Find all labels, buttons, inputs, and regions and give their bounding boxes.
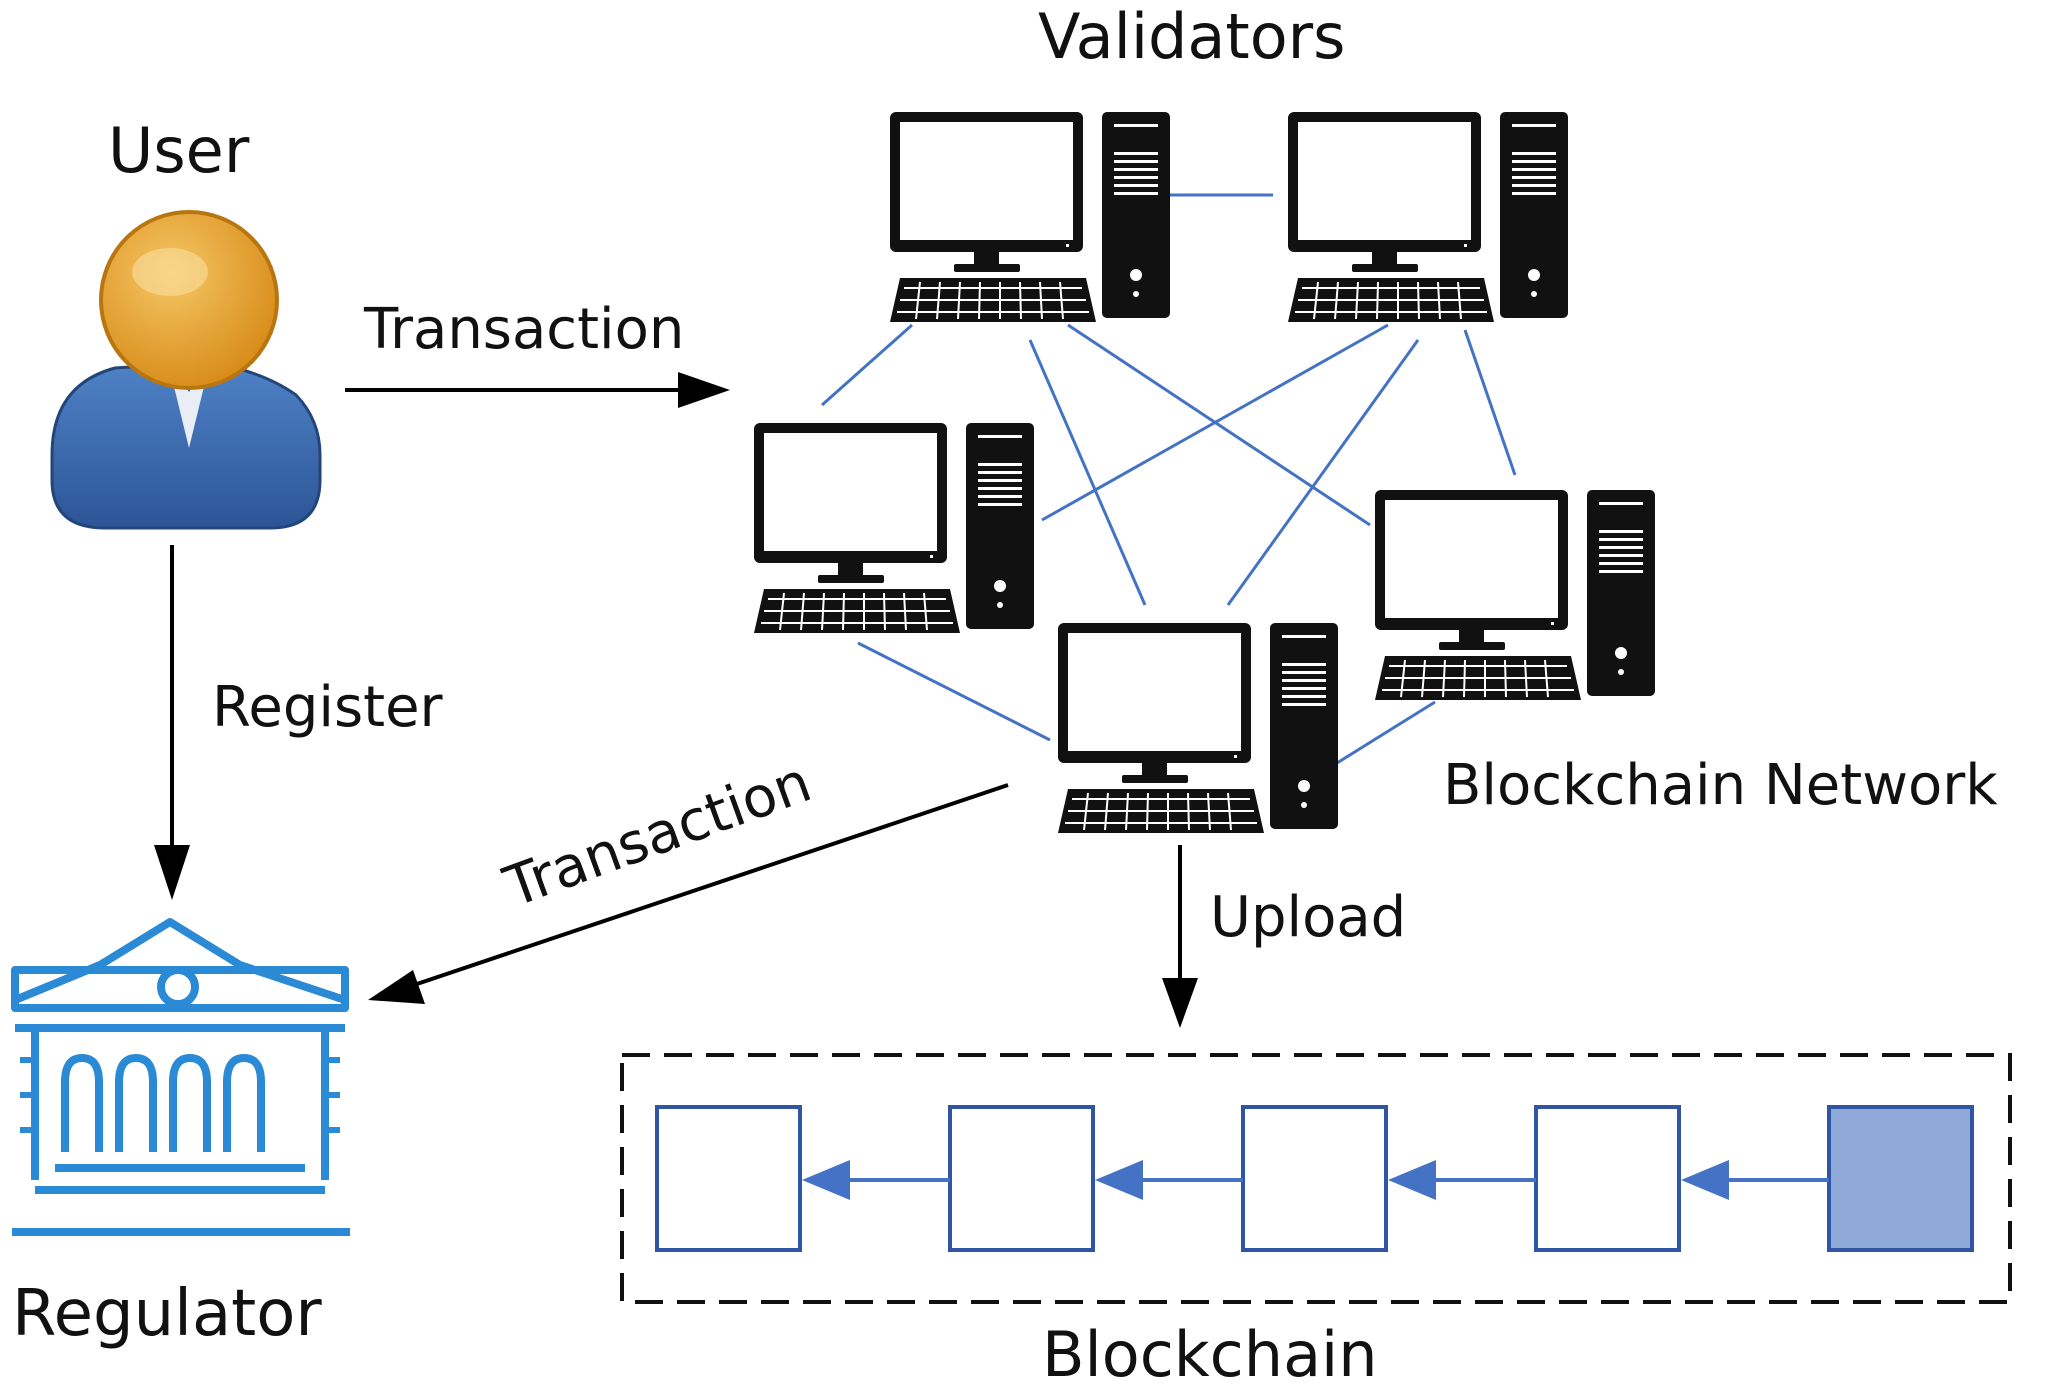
blockchain-blocks xyxy=(655,1105,1974,1252)
computer-icon xyxy=(890,112,1170,322)
block-icon xyxy=(1534,1105,1681,1252)
network-link xyxy=(1067,323,1371,527)
bank-building-icon xyxy=(11,918,350,1236)
blockchain-container xyxy=(620,1053,2012,1304)
block-icon xyxy=(948,1105,1095,1252)
arrows xyxy=(154,372,1198,1028)
network-links xyxy=(821,193,1517,765)
validators-label: Validators xyxy=(1038,0,1346,73)
register-label: Register xyxy=(212,675,443,740)
network-link xyxy=(821,323,913,407)
network-link xyxy=(1463,329,1517,476)
block-icon-latest xyxy=(1827,1105,1974,1252)
network-link xyxy=(1226,339,1420,606)
network-link xyxy=(1336,700,1436,765)
block-icon xyxy=(1241,1105,1388,1252)
computer-icon xyxy=(1375,490,1655,700)
arrow-register xyxy=(154,545,190,900)
computer-icon xyxy=(1288,112,1568,322)
arrow-transaction-to-network xyxy=(345,372,730,408)
block-links xyxy=(802,1160,1829,1200)
network-link xyxy=(857,641,1051,742)
validator-computers xyxy=(754,112,1655,833)
blockchain-dashed-frame xyxy=(620,1053,2012,1304)
computer-icon xyxy=(754,423,1034,633)
transaction-to-network-label: Transaction xyxy=(364,297,685,362)
user-icon xyxy=(50,210,322,530)
network-link xyxy=(1041,323,1389,522)
arrow-transaction-to-regulator xyxy=(368,783,1009,1004)
computer-icon xyxy=(1058,623,1338,833)
network-link xyxy=(1028,339,1147,606)
regulator-label: Regulator xyxy=(12,1277,322,1351)
block-icon xyxy=(655,1105,802,1252)
upload-label: Upload xyxy=(1210,885,1407,950)
blockchain-network-label: Blockchain Network xyxy=(1443,753,1998,818)
user-label: User xyxy=(108,114,250,187)
blockchain-label: Blockchain xyxy=(1042,1318,1378,1391)
arrow-upload xyxy=(1162,845,1198,1028)
